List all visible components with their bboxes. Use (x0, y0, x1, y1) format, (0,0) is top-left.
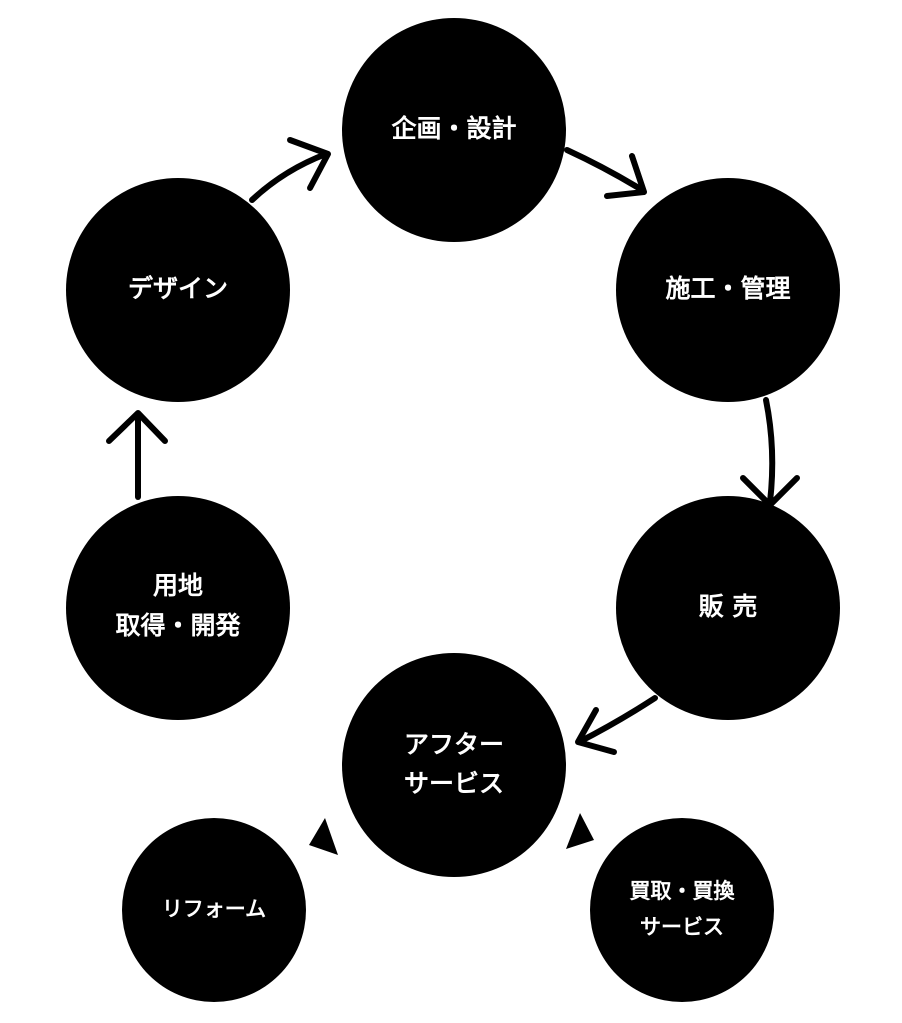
node-planning-label: 企画・設計 (391, 114, 516, 143)
node-construction-label: 施工・管理 (665, 274, 790, 303)
node-buyback-label-line2: サービス (640, 915, 724, 939)
node-reform: リフォーム (122, 818, 306, 1002)
node-construction-management: 施工・管理 (616, 178, 840, 402)
node-land-label-line1: 用地 (153, 571, 203, 600)
node-land-label-line2: 取得・開発 (115, 611, 241, 640)
cycle-arrow-land-to-design (106, 410, 168, 500)
node-design-label: デザイン (128, 274, 228, 303)
cycle-arrow-planning-to-construction (564, 147, 647, 199)
node-design: デザイン (66, 178, 290, 402)
node-after-service-label-line1: アフター (404, 730, 504, 759)
cycle-arrow-construction-to-sales (740, 397, 800, 508)
node-buyback-service: 買取・買換 サービス (590, 818, 774, 1002)
cycle-arrow-sales-to-after-service (575, 695, 658, 755)
cycle-arrow-design-to-planning (249, 137, 331, 203)
node-after-service: アフター サービス (342, 653, 566, 877)
node-sales: 販 売 (616, 496, 840, 720)
node-sales-label: 販 売 (699, 592, 758, 621)
node-land-acquisition: 用地 取得・開発 (66, 496, 290, 720)
node-buyback-label-line1: 買取・買換 (630, 879, 736, 903)
node-reform-label: リフォーム (162, 897, 266, 921)
pointer-triangle-buyback (566, 813, 594, 849)
node-planning-design: 企画・設計 (342, 18, 566, 242)
pointer-triangle-reform (309, 818, 338, 855)
node-after-service-label-line2: サービス (404, 769, 504, 798)
